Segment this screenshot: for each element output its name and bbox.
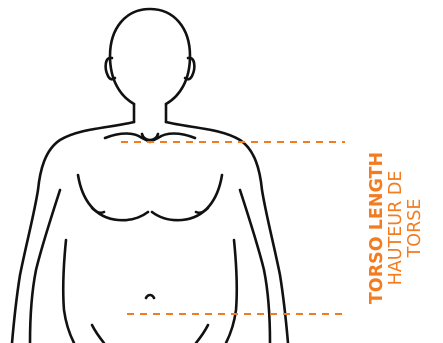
left-hip-line xyxy=(92,325,104,343)
left-pectoral xyxy=(78,175,148,220)
left-nipple-detail xyxy=(92,208,104,213)
navel xyxy=(146,295,154,298)
human-torso-outline xyxy=(12,9,288,343)
sternal-notch xyxy=(142,134,158,140)
right-pectoral xyxy=(152,175,222,220)
left-torso-side xyxy=(63,240,74,343)
head-outline xyxy=(110,9,190,104)
torso-length-label: TORSO LENGTH HAUTEUR DE TORSE xyxy=(367,152,425,304)
right-hip-line xyxy=(196,325,208,343)
torso-length-title: TORSO LENGTH xyxy=(367,152,387,304)
torso-length-french-line1: HAUTEUR DE xyxy=(386,171,406,286)
right-nipple-detail xyxy=(196,208,208,213)
torso-length-french-line2: TORSE xyxy=(405,199,425,259)
right-torso-side xyxy=(226,240,237,343)
